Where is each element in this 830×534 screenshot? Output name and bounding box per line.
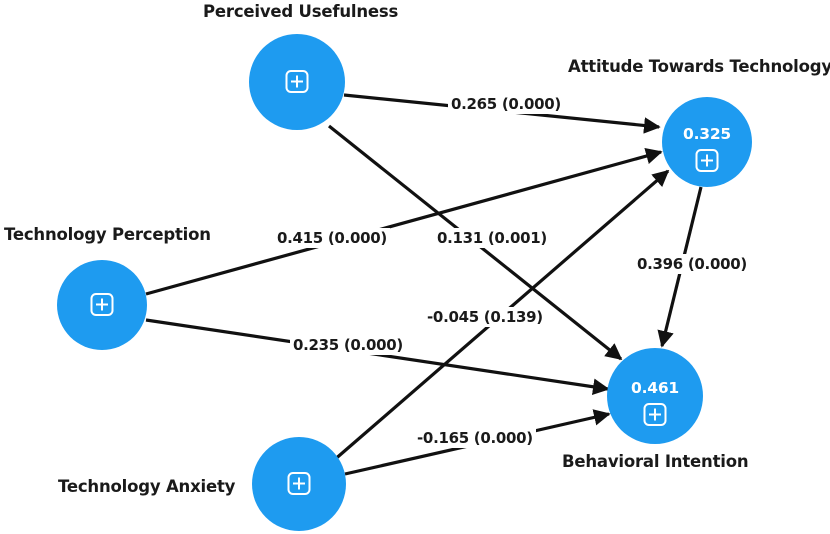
path-label-tp-to-bi: 0.235 (0.000) [290, 335, 406, 355]
node-r2-value: 0.325 [683, 125, 731, 143]
plus-square-icon [285, 70, 309, 93]
path-label-pu-to-bi: -0.045 (0.139) [424, 307, 546, 327]
node-behavioral-intention[interactable]: 0.461 [607, 348, 703, 444]
plus-square-icon [90, 293, 114, 316]
node-circle [662, 97, 752, 187]
node-label-behavioral-intention: Behavioral Intention [562, 452, 749, 471]
plus-square-icon [287, 472, 311, 495]
node-technology-perception[interactable] [57, 260, 147, 350]
path-arrow-tp-to-att[interactable] [145, 147, 663, 296]
plus-square-icon [643, 403, 667, 426]
node-label-technology-perception: Technology Perception [4, 225, 211, 244]
path-label-ta-to-bi: -0.165 (0.000) [414, 428, 536, 448]
node-label-attitude-towards-technology: Attitude Towards Technology [568, 57, 830, 76]
path-label-tp-to-att: 0.415 (0.000) [274, 228, 390, 248]
nodes-layer: 0.325 0.461 [57, 34, 752, 531]
node-circle [607, 348, 703, 444]
path-label-pu-to-att: 0.265 (0.000) [448, 94, 564, 114]
node-technology-anxiety[interactable] [252, 437, 346, 531]
node-perceived-usefulness[interactable] [249, 34, 345, 130]
plus-square-icon [695, 149, 719, 172]
node-attitude-towards-technology[interactable]: 0.325 [662, 97, 752, 187]
node-label-perceived-usefulness: Perceived Usefulness [203, 2, 399, 21]
path-label-att-to-bi: 0.396 (0.000) [634, 254, 750, 274]
node-label-technology-anxiety: Technology Anxiety [58, 477, 236, 496]
node-r2-value: 0.461 [631, 379, 679, 397]
path-label-ta-to-att: 0.131 (0.001) [434, 228, 550, 248]
